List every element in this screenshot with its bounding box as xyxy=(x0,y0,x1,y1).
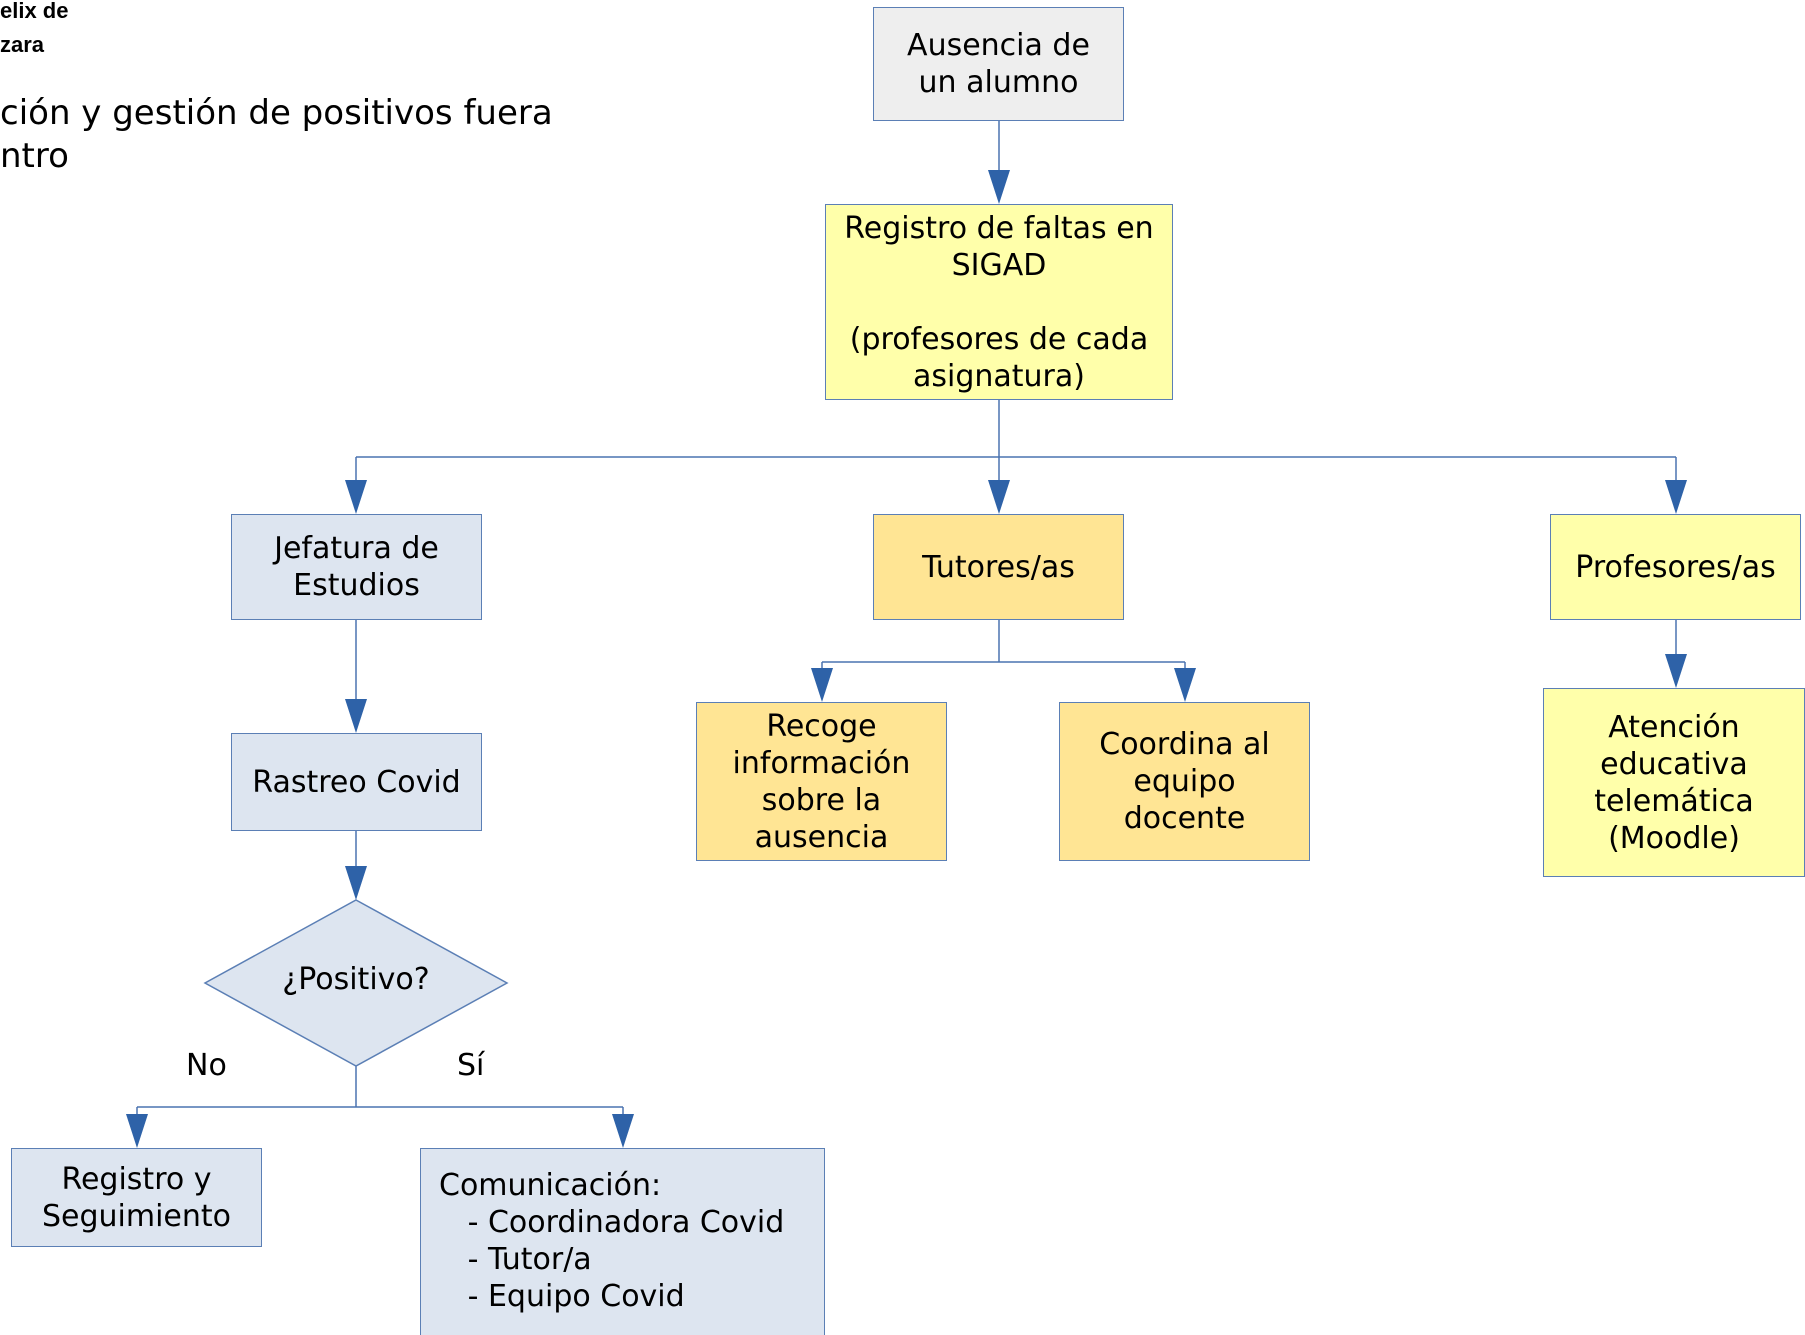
node-comunicacion: Comunicación: - Coordinadora Covid - Tut… xyxy=(420,1148,825,1335)
document-title-line2: ntro xyxy=(0,136,69,176)
arrowhead-tutores xyxy=(988,480,1010,514)
node-coordina-equipo: Coordina al equipo docente xyxy=(1059,702,1310,861)
node-registro-seguimiento: Registro y Seguimiento xyxy=(11,1148,262,1247)
node-registro-sigad: Registro de faltas en SIGAD (profesores … xyxy=(825,204,1173,400)
org-name-line2: zara xyxy=(0,32,45,57)
arrowhead-coordina xyxy=(1174,668,1196,702)
arrowhead-recoge xyxy=(811,668,833,702)
node-tutores: Tutores/as xyxy=(873,514,1124,620)
positivo-decision-diamond xyxy=(203,899,509,1067)
arrowhead-atencion xyxy=(1665,654,1687,688)
arrowhead-registro xyxy=(988,170,1010,204)
positivo-decision-label: ¿Positivo? xyxy=(282,962,430,997)
arrowhead-rastreo xyxy=(345,699,367,733)
arrowhead-comunicacion xyxy=(612,1114,634,1148)
arrowhead-positivo xyxy=(345,866,367,900)
arrowhead-profesores xyxy=(1665,480,1687,514)
arrowhead-registro-seguimiento xyxy=(126,1114,148,1148)
document-title-line1: ción y gestión de positivos fuera xyxy=(0,93,553,133)
node-profesores: Profesores/as xyxy=(1550,514,1801,620)
node-recoge-informacion: Recoge información sobre la ausencia xyxy=(696,702,947,861)
edge-label-no: No xyxy=(186,1048,227,1083)
node-jefatura-estudios: Jefatura de Estudios xyxy=(231,514,482,620)
arrowhead-jefatura xyxy=(345,480,367,514)
org-name-line1: elix de xyxy=(0,0,69,23)
node-atencion-educativa: Atención educativa telemática (Moodle) xyxy=(1543,688,1805,877)
node-ausencia-alumno: Ausencia de un alumno xyxy=(873,7,1124,121)
edge-label-si: Sí xyxy=(457,1048,485,1083)
node-rastreo-covid: Rastreo Covid xyxy=(231,733,482,831)
